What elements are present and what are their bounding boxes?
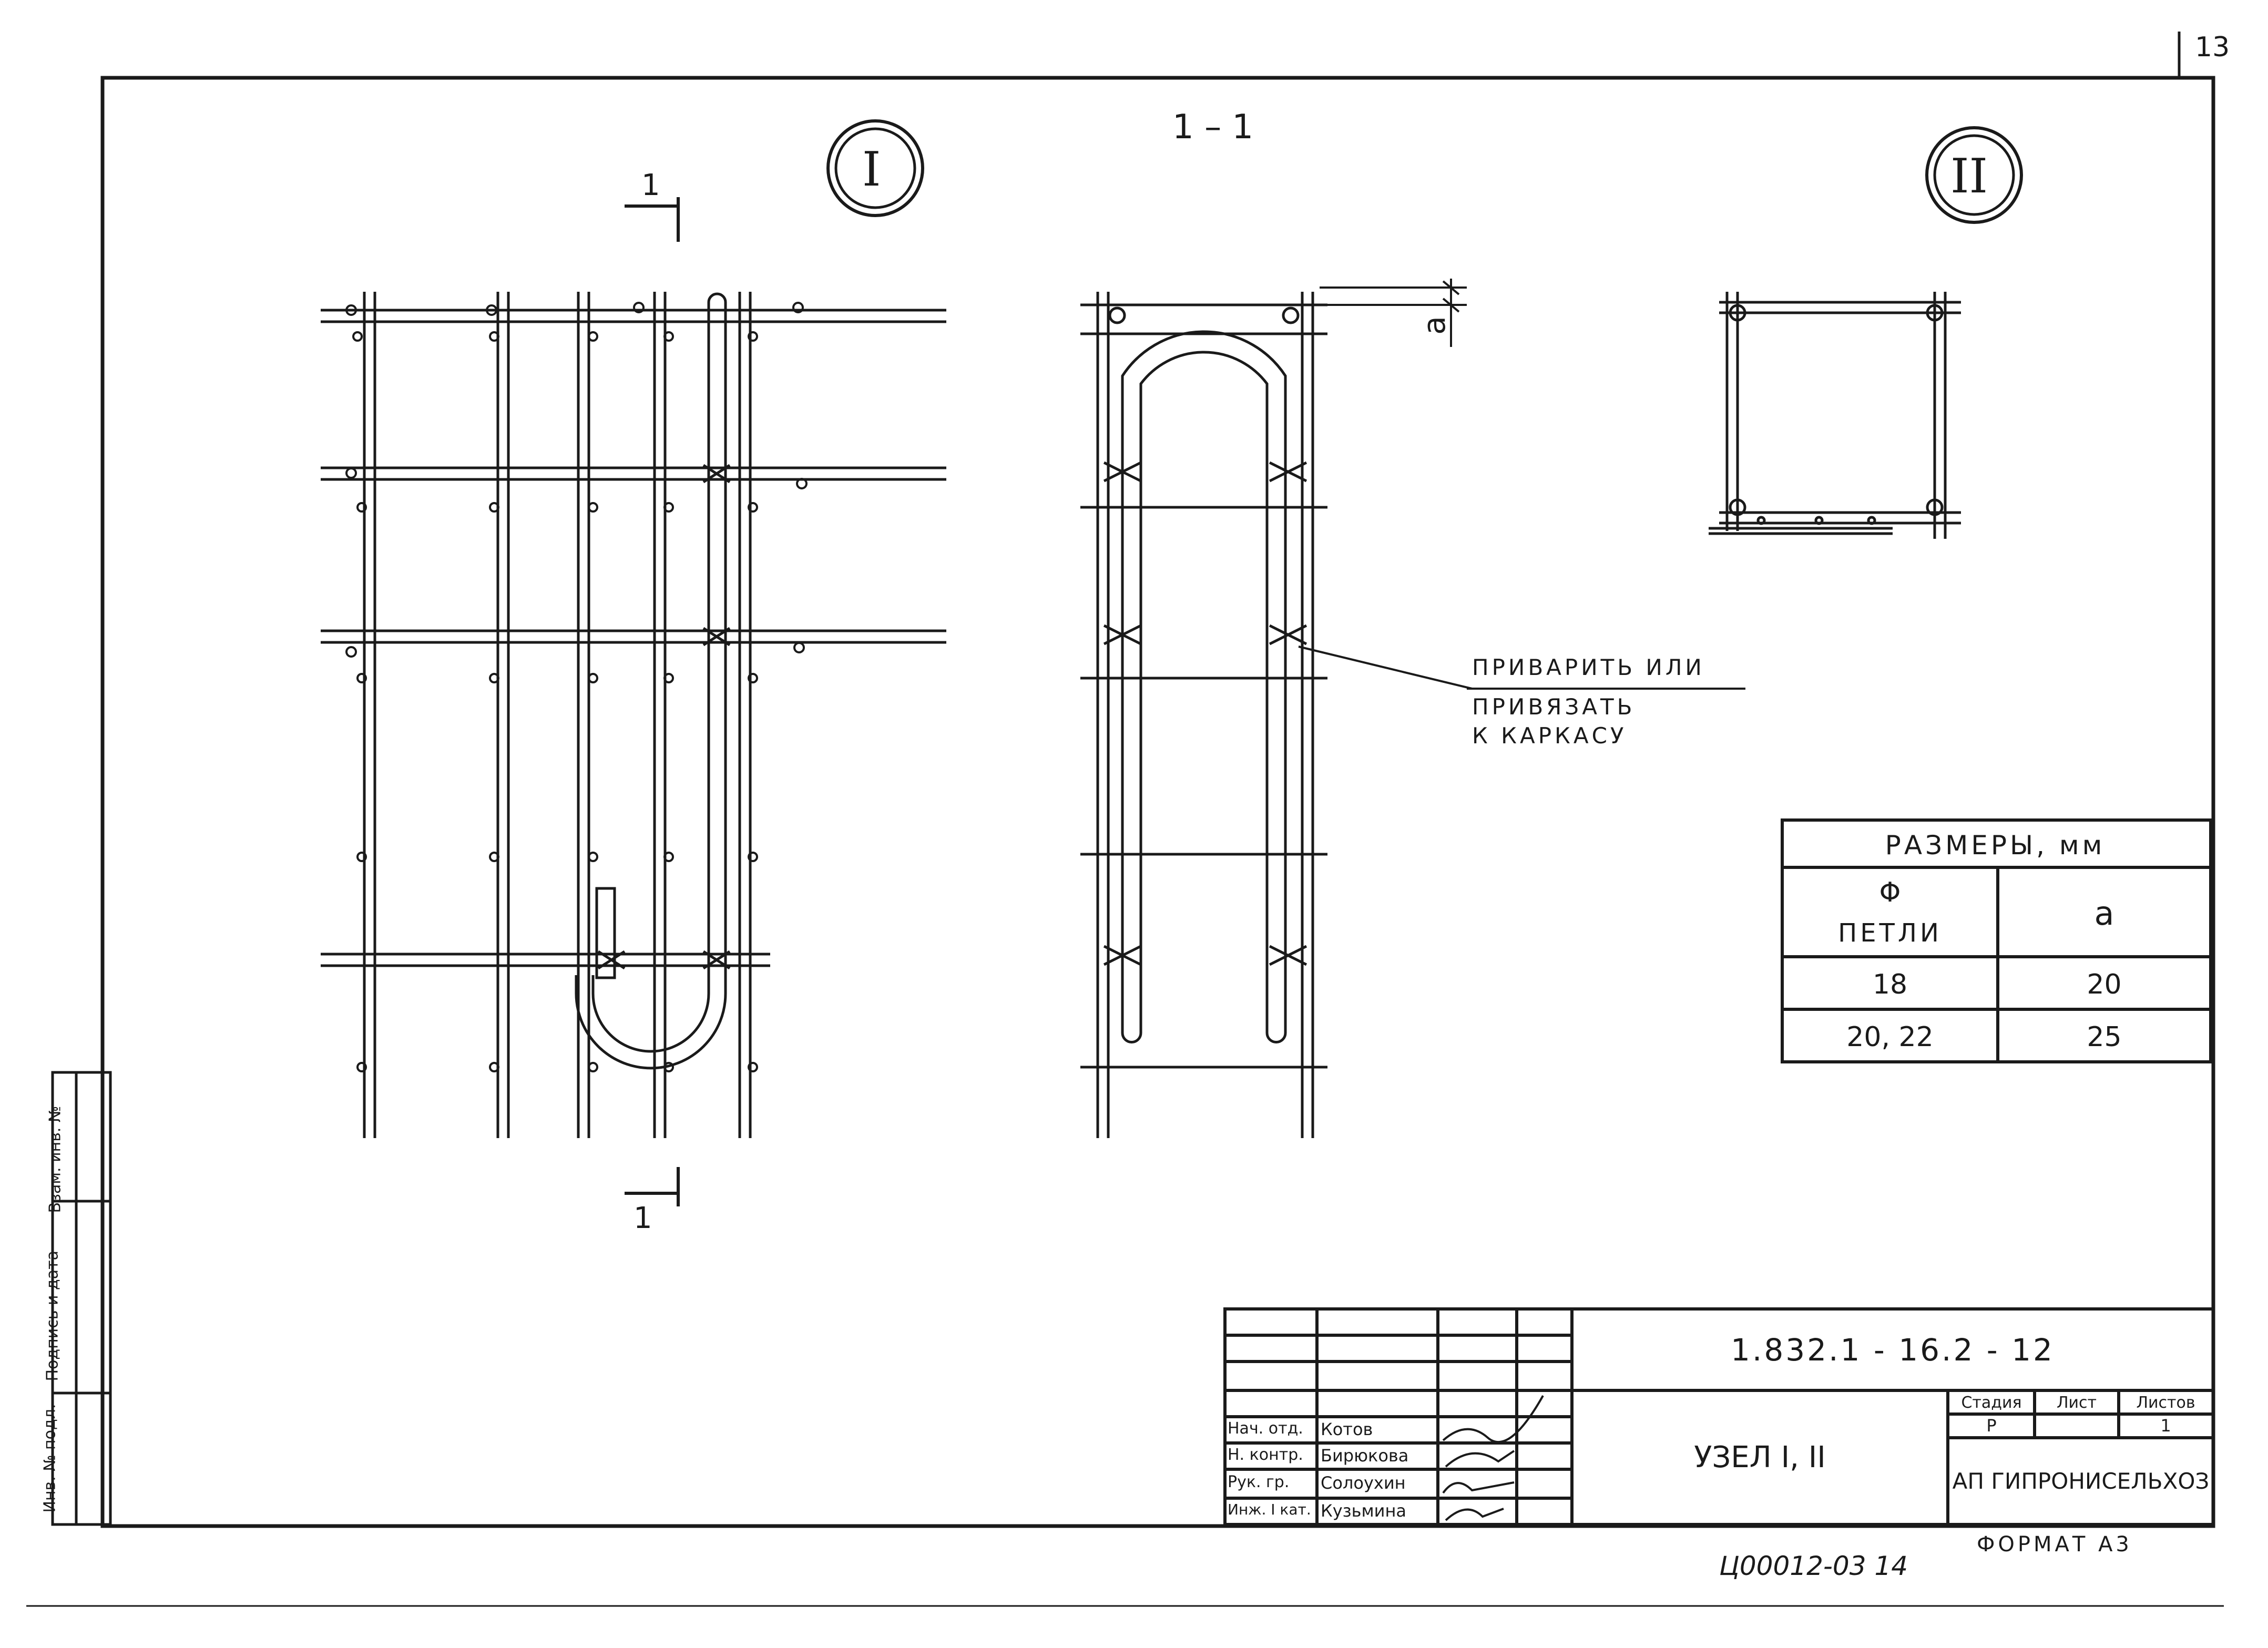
organization: АП ГИПРОНИСЕЛЬХОЗ: [1952, 1468, 2210, 1494]
loop-bar: [1121, 330, 1287, 1033]
staff-name-2: Бирюкова: [1321, 1446, 1409, 1466]
loop-bar-view-1: [591, 302, 710, 1053]
view-loop-elevation: [1080, 279, 1745, 1138]
sheet-label: Лист: [2056, 1393, 2097, 1412]
format-label: ФОРМАТ А3: [1977, 1532, 2132, 1557]
tie-crosses-elevation: [1103, 461, 1307, 966]
sheet-number: 13: [2195, 32, 2230, 63]
callout-line-1: ПРИВАРИТЬ ИЛИ: [1472, 654, 1705, 680]
side-stamp-grid: [51, 1071, 112, 1526]
dimension-a-label: a: [1416, 316, 1452, 335]
staff-role-4: Инж. I кат.: [1228, 1501, 1311, 1518]
staff-name-4: Кузьмина: [1321, 1501, 1406, 1521]
dim-table-title: РАЗМЕРЫ, мм: [1885, 830, 2106, 861]
horizontal-bars: [321, 309, 946, 967]
sheet-frame: [100, 76, 2215, 1528]
sheets-label: Листов: [2136, 1393, 2195, 1412]
cut-label-bottom: 1: [634, 1201, 652, 1235]
node-marker-1-ring: [826, 119, 924, 217]
staff-name-1: Котов: [1321, 1419, 1373, 1439]
cut-label-top: 1: [641, 168, 660, 202]
sheets-value: 1: [2160, 1416, 2171, 1436]
section-cut-marks: [625, 197, 680, 1206]
node-marker-2-ring: [1925, 126, 2023, 224]
dim-table-phi-header: ПЕТЛИ: [1838, 918, 1942, 948]
callout-leader: [1298, 646, 1473, 690]
node-marker-1: I: [862, 142, 881, 197]
dim-table-grid: [1781, 818, 2212, 1063]
staff-name-3: Солоухин: [1321, 1473, 1406, 1493]
side-stamp-inv: Инв. № подл.: [40, 1404, 59, 1513]
stage-label: Стадия: [1961, 1393, 2022, 1412]
side-stamp-replaced: Взам. инв. №: [46, 1106, 65, 1213]
side-stamp-signature: Подпись и дата: [43, 1251, 62, 1381]
archive-code: Ц00012-03 14: [1719, 1551, 1908, 1581]
staff-role-2: Н. контр.: [1228, 1446, 1303, 1464]
longitudinal-bar-dots: [345, 302, 808, 1072]
node-marker-2: II: [1950, 149, 1988, 204]
vertical-bars: [363, 292, 752, 1138]
section-label: 1 – 1: [1172, 108, 1254, 147]
dim-table-phi-symbol: Φ: [1879, 876, 1901, 908]
view-1-rebar: [321, 197, 946, 1206]
dim-table-row2-a: 25: [2087, 1021, 2122, 1053]
callout-line-2: ПРИВЯЗАТЬ: [1472, 694, 1636, 720]
dim-table-row1-a: 20: [2087, 968, 2122, 1000]
staff-role-1: Нач. отд.: [1228, 1419, 1303, 1438]
dimension-a: [1320, 279, 1467, 347]
tie-crosses: [597, 464, 731, 970]
dim-table-a-header: a: [2094, 894, 2114, 933]
callout-line-3: К КАРКАСУ: [1472, 723, 1627, 749]
doc-code: 1.832.1 - 16.2 - 12: [1731, 1332, 2055, 1368]
stage-value: Р: [1986, 1416, 1997, 1436]
dim-table-row2-phi: 20, 22: [1846, 1021, 1934, 1053]
dim-table-row1-phi: 18: [1872, 968, 1908, 1000]
view-2-plan: [1709, 292, 1961, 539]
drawing-title: УЗЕЛ I, II: [1694, 1440, 1826, 1475]
staff-role-3: Рук. гр.: [1228, 1473, 1290, 1491]
title-block-grid: [1223, 1307, 2215, 1526]
signatures: [1442, 1395, 1544, 1521]
